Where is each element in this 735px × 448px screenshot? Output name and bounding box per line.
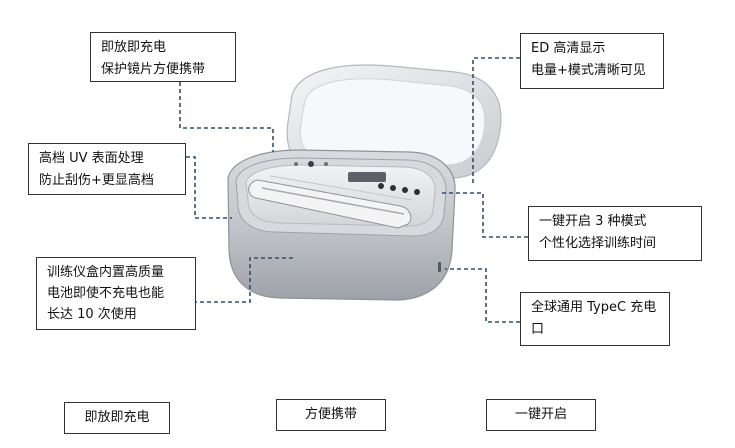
- callout-battery-line3: 长达 10 次使用: [47, 307, 137, 322]
- callout-battery: 训练仪盒内置高质量 电池即使不充电也能 长达 10 次使用: [36, 257, 196, 330]
- callout-display: ED 高清显示 电量+模式清晰可见: [520, 33, 664, 89]
- callout-battery-line1: 训练仪盒内置高质量: [47, 265, 165, 280]
- callout-display-line1: ED 高清显示: [531, 41, 606, 56]
- feature-label-one-key: 一键开启: [486, 399, 596, 431]
- callout-battery-line2: 电池即使不充电也能: [47, 286, 165, 301]
- callout-typec-line2: 口: [531, 322, 545, 337]
- callout-modes-line1: 一键开启 3 种模式: [539, 214, 647, 229]
- callout-surface: 高档 UV 表面处理 防止刮伤+更显高档: [28, 143, 186, 195]
- callout-charge-line1: 即放即充电: [101, 40, 167, 55]
- callout-typec-line1: 全球通用 TypeC 充电: [531, 300, 657, 315]
- callout-charge-line2: 保护镜片方便携带: [101, 62, 206, 77]
- callout-modes: 一键开启 3 种模式 个性化选择训练时间: [528, 206, 702, 261]
- leader-lines: [179, 57, 528, 323]
- callout-typec: 全球通用 TypeC 充电 口: [520, 292, 670, 346]
- callout-surface-line1: 高档 UV 表面处理: [39, 151, 144, 166]
- feature-label-portable: 方便携带: [276, 399, 386, 431]
- callout-display-line2: 电量+模式清晰可见: [531, 63, 646, 78]
- callout-charge: 即放即充电 保护镜片方便携带: [90, 32, 236, 82]
- feature-label-charge: 即放即充电: [64, 402, 170, 434]
- callout-surface-line2: 防止刮伤+更显高档: [39, 173, 154, 188]
- callout-modes-line2: 个性化选择训练时间: [539, 236, 657, 251]
- case-base: [227, 149, 456, 301]
